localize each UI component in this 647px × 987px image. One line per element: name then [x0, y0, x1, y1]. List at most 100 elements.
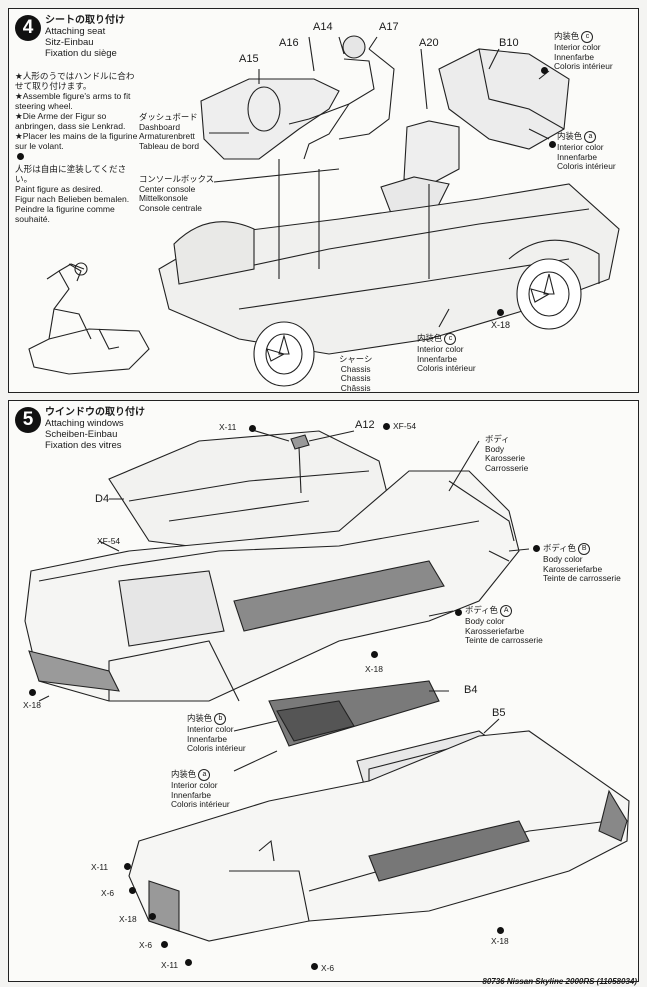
color-en: Interior color — [171, 780, 218, 790]
color-en: Interior color — [417, 344, 464, 354]
screw-marker-icon — [371, 651, 378, 658]
step-4-assembly-drawing — [28, 35, 620, 387]
color-fr: Coloris intérieur — [557, 161, 616, 172]
color-jp: ボディ色 — [465, 605, 498, 616]
color-de: Innenfarbe — [187, 733, 228, 744]
body-jp: ボディ — [485, 434, 510, 444]
part-label-b10: B10 — [499, 37, 519, 49]
step-4-panel: 4 シートの取り付け Attaching seat Sitz-Einbau Fi… — [8, 8, 639, 393]
paint-fr: Peindre la figurine comme souhaité. — [15, 204, 115, 224]
color-jp: 内装色 — [171, 769, 197, 780]
part-label-a17: A17 — [379, 21, 399, 33]
color-de: Innenfarbe — [171, 789, 212, 800]
screw-label-x11b: X-11 — [161, 960, 179, 970]
chassis-en: Chassis — [340, 363, 371, 374]
screw-marker-icon — [29, 689, 36, 696]
part-label-a20: A20 — [419, 37, 439, 49]
part-label-x18: X-18 — [491, 320, 511, 330]
color-letter-badge: b — [214, 713, 227, 725]
color-de: Karosseriefarbe — [465, 625, 525, 636]
screw-label-x18a: X-18 — [119, 914, 137, 924]
screw-marker-icon — [497, 309, 504, 316]
color-en: Body color — [543, 554, 583, 564]
screw-marker-icon — [129, 887, 136, 894]
paint-bullet-icon — [17, 153, 24, 160]
screw-label-x6b: X-6 — [139, 940, 153, 950]
body-callout: ボディ Body Karosserie Carrosserie — [485, 434, 529, 473]
screw-marker-icon — [249, 425, 256, 432]
body-color-a-callout: ボディ色 A Body color Karosseriefarbe Teinte… — [465, 605, 543, 646]
figure-arm-note: ★人形のうではハンドルに合わせて取り付けます。 ★Assemble figure… — [15, 71, 140, 151]
interior-color-c-top-callout: 内装色 c Interior color Innenfarbe Coloris … — [554, 31, 613, 72]
part-label-a14: A14 — [313, 21, 333, 33]
part-label-xf54-top: XF-54 — [393, 421, 417, 431]
body-en: Body — [485, 443, 505, 454]
color-jp: 内装色 — [554, 31, 580, 42]
chassis-fr: Châssis — [340, 382, 371, 393]
color-letter-badge: c — [444, 333, 457, 345]
part-label-d4: D4 — [95, 493, 110, 505]
screw-marker-icon — [497, 927, 504, 934]
paint-marker-icon — [455, 609, 462, 616]
title-jp: シートの取り付け — [45, 15, 125, 26]
color-letter-badge: B — [578, 543, 591, 555]
screw-marker-icon — [311, 963, 318, 970]
title-en: Attaching windows — [45, 418, 124, 429]
part-label-x18-left: X-18 — [23, 700, 41, 710]
paint-de: Figur nach Belieben bemalen. — [15, 194, 130, 204]
part-label-a12: A12 — [355, 419, 375, 431]
color-fr: Coloris intérieur — [171, 799, 230, 810]
title-de: Scheiben-Einbau — [45, 429, 118, 440]
figure-inset-drawing — [28, 262, 150, 375]
note-en: ★Assemble figure's arms to fit steering … — [15, 91, 131, 111]
part-label-x11-top: X-11 — [219, 422, 237, 432]
color-letter-badge: A — [500, 605, 513, 617]
interior-color-b-callout: 内装色 b Interior color Innenfarbe Coloris … — [187, 713, 246, 754]
color-de: Innenfarbe — [554, 51, 595, 62]
part-label-a15: A15 — [239, 53, 259, 65]
chassis-callout: シャーシ Chassis Chassis Châssis — [339, 354, 372, 393]
note-de: ★Die Arme der Figur so anbringen, dass s… — [15, 111, 126, 131]
screw-marker-icon — [185, 959, 192, 966]
dashboard-jp: ダッシュボード — [139, 112, 198, 122]
paint-jp: 人形は自由に塗装してください。 — [15, 164, 127, 184]
screw-label-x18b: X-18 — [491, 936, 509, 946]
title-en: Attaching seat — [45, 26, 106, 37]
screw-marker-icon — [124, 863, 131, 870]
center-console-callout: コンソールボックス Center console Mittelkonsole C… — [139, 174, 215, 213]
color-letter-badge: c — [581, 31, 594, 43]
color-en: Interior color — [554, 42, 601, 52]
dashboard-de: Armaturenbrett — [139, 131, 195, 142]
color-fr: Teinte de carrosserie — [465, 635, 543, 646]
body-de: Karosserie — [485, 453, 526, 464]
paint-figure-note: 人形は自由に塗装してください。 Paint figure as desired.… — [15, 164, 140, 224]
screw-label-x6c: X-6 — [321, 963, 335, 973]
page-footer: 80736 Nissan Skyline 2000RS (11058034) — [482, 977, 637, 986]
title-fr: Fixation du siège — [45, 48, 117, 59]
color-letter-badge: a — [198, 769, 211, 781]
chassis-de: Chassis — [340, 373, 371, 384]
part-label-xf54-left: XF-54 — [97, 536, 121, 546]
console-en: Center console — [139, 183, 196, 194]
color-en: Interior color — [557, 142, 604, 152]
body-fr: Carrosserie — [485, 462, 529, 473]
paint-marker-icon — [533, 545, 540, 552]
interior-color-a-callout: 内装色 a Interior color Innenfarbe Coloris … — [557, 131, 616, 172]
step-5-title: ウインドウの取り付け Attaching windows Scheiben-Ei… — [45, 407, 145, 451]
console-fr: Console centrale — [139, 202, 202, 213]
dashboard-en: Dashboard — [139, 121, 180, 132]
part-label-x18-mid: X-18 — [365, 664, 383, 674]
step-number-5: 5 — [15, 407, 41, 433]
step-number-4: 4 — [15, 15, 41, 41]
color-jp: 内装色 — [557, 131, 583, 142]
color-de: Innenfarbe — [557, 151, 598, 162]
body-color-b-callout: ボディ色 B Body color Karosseriefarbe Teinte… — [543, 543, 621, 584]
part-label-b5: B5 — [492, 707, 506, 719]
screw-marker-icon — [161, 941, 168, 948]
color-en: Body color — [465, 616, 505, 626]
step-5-assembly-drawing — [24, 428, 630, 942]
console-jp: コンソールボックス — [139, 174, 215, 184]
color-de: Karosseriefarbe — [543, 563, 603, 574]
dashboard-fr: Tableau de bord — [139, 140, 200, 151]
color-fr: Coloris intérieur — [554, 61, 613, 72]
